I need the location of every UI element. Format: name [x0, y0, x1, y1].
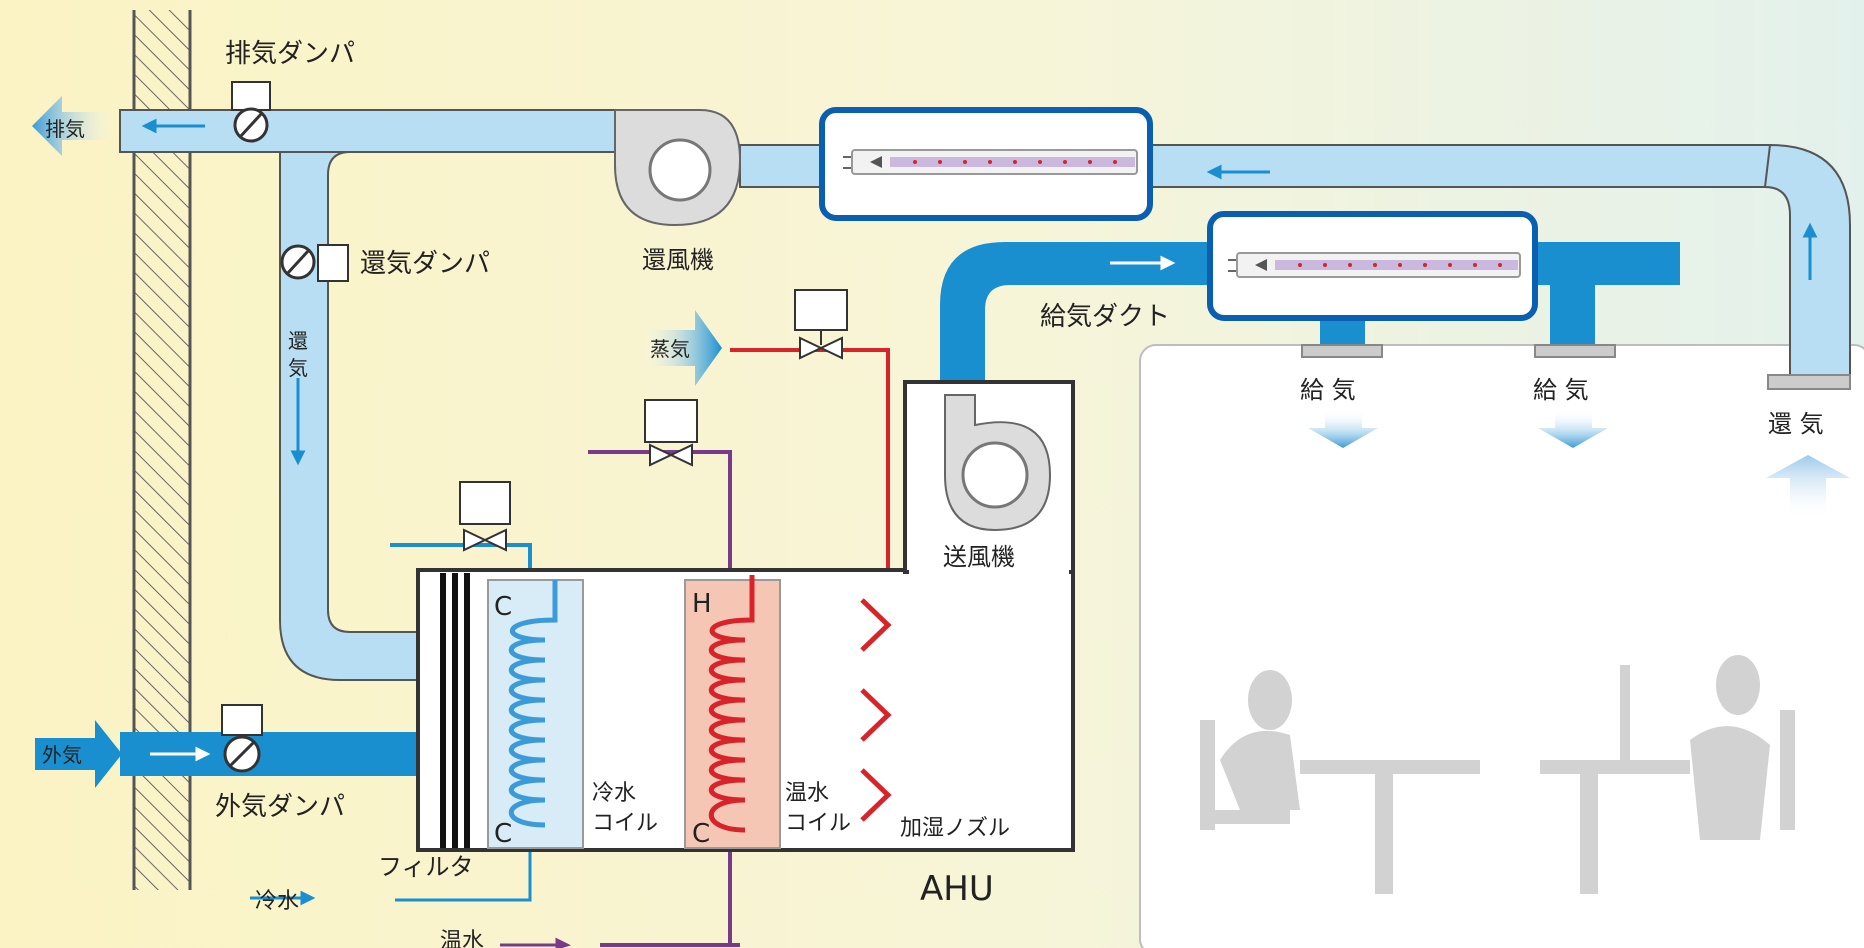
fan-icon: [615, 110, 740, 225]
exhaust-label: 排気: [45, 117, 85, 141]
uv-lamp-icon: [1228, 253, 1520, 277]
outside-air-damper-label: 外気ダンパ: [215, 792, 345, 822]
uv-lamp-highlight: [1210, 214, 1535, 318]
hot-coil-label-1: 温水: [785, 781, 829, 806]
uv-lamp-highlight: [822, 110, 1150, 218]
valve-icon: [645, 400, 697, 465]
valve-icon: [795, 290, 847, 358]
ahu-label: AHU: [920, 869, 994, 909]
hot-coil-top-label: H: [692, 589, 712, 619]
return-air-room-label: 還 気: [1768, 410, 1824, 438]
supply-duct-label: 給気ダクト: [1040, 302, 1170, 332]
supply-air-label-2: 給 気: [1533, 376, 1589, 404]
chilled-coil-label-2: コイル: [592, 811, 658, 836]
return-fan-label: 還風機: [642, 246, 714, 274]
chilled-water-label: 冷水: [255, 889, 299, 914]
hot-coil-bottom-label: C: [692, 819, 710, 849]
room: [1140, 345, 1864, 948]
uv-lamp-icon: [843, 150, 1137, 174]
return-damper-label: 還気ダンパ: [360, 249, 490, 279]
hot-coil-label-2: コイル: [785, 811, 851, 836]
outside-air-label: 外気: [42, 743, 82, 767]
valve-icon: [460, 482, 510, 550]
supply-air-label-1: 給 気: [1300, 376, 1356, 404]
filter-label: フィルタ: [378, 853, 474, 881]
cool-coil-bottom-label: C: [494, 819, 512, 849]
return-air-v1: 還: [288, 329, 308, 353]
cool-coil-top-label: C: [494, 592, 512, 622]
humidifier-nozzle-label: 加湿ノズル: [900, 816, 1010, 841]
steam-label: 蒸気: [650, 337, 690, 361]
supply-fan-label: 送風機: [943, 543, 1015, 571]
return-air-v2: 気: [288, 356, 308, 380]
hot-water-label: 温水: [440, 929, 484, 948]
exhaust-damper-label: 排気ダンパ: [225, 39, 355, 69]
chilled-coil-label-1: 冷水: [592, 781, 636, 806]
